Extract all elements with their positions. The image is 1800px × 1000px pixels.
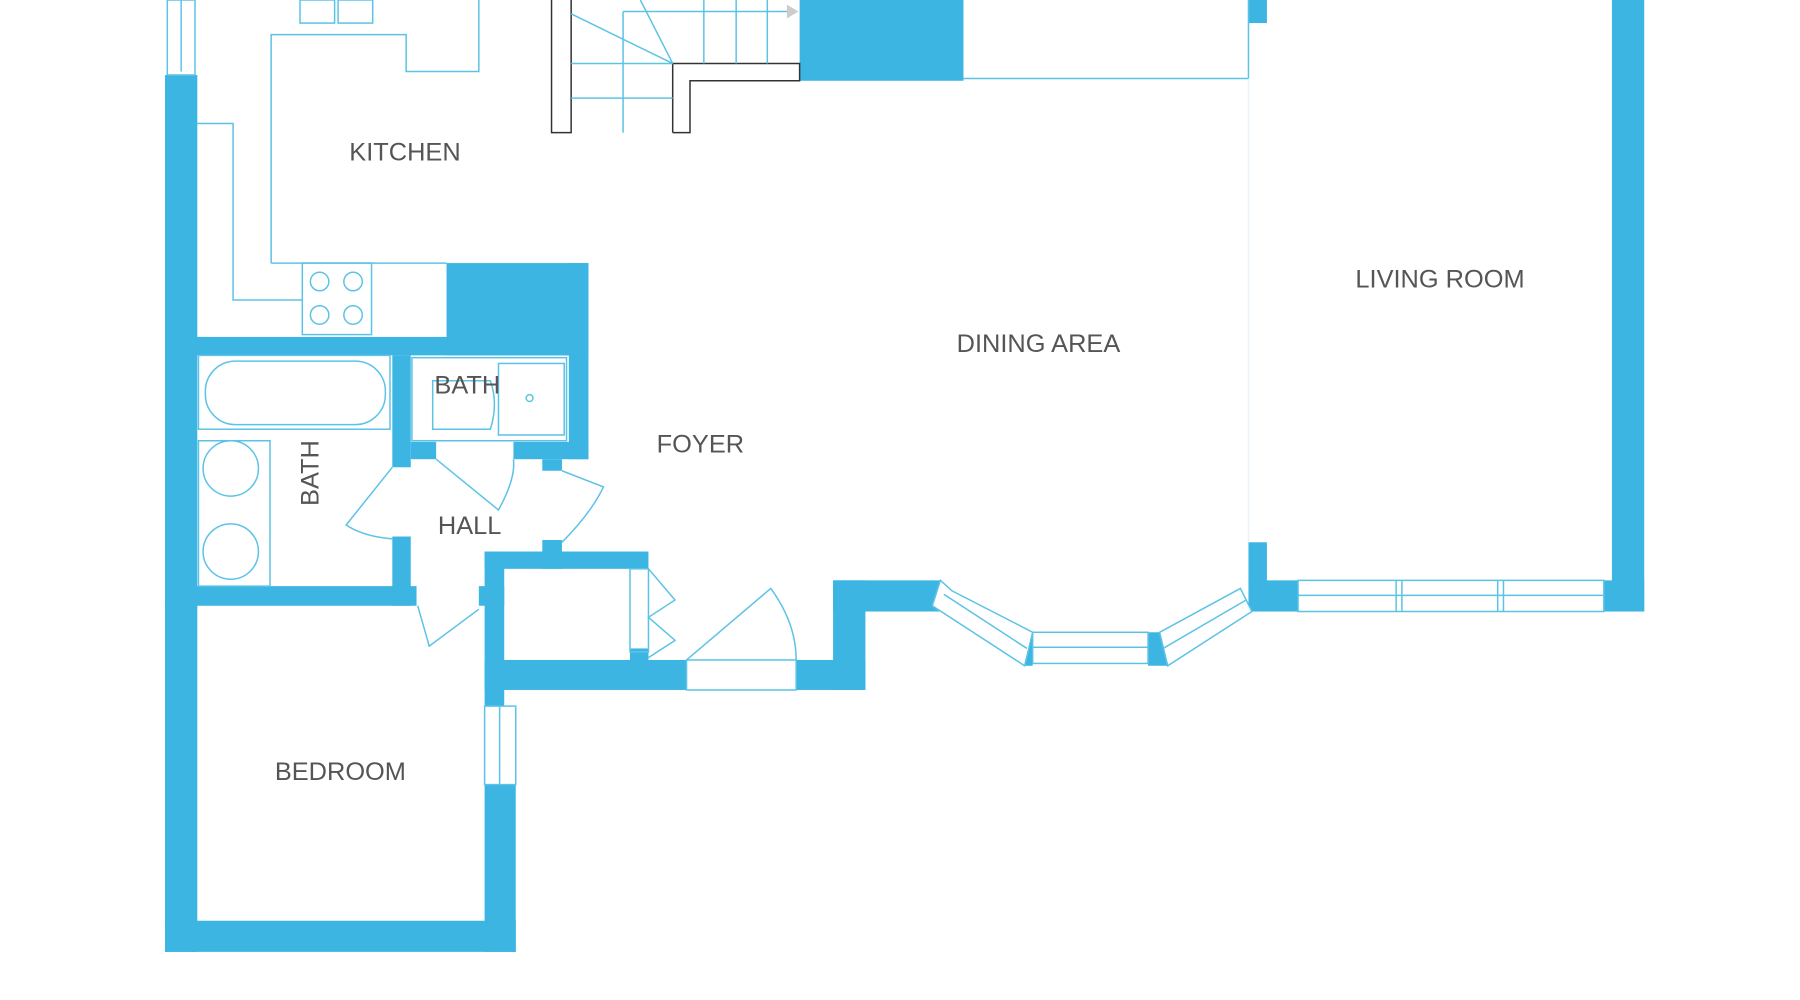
label-living-room: LIVING ROOM — [1355, 265, 1524, 293]
kitchen-counters — [197, 0, 480, 336]
label-bedroom: BEDROOM — [275, 758, 406, 786]
label-bath-main: BATH — [296, 440, 324, 506]
walls — [165, 0, 1645, 952]
label-bath-small: BATH — [434, 371, 500, 399]
label-dining-area: DINING AREA — [957, 330, 1121, 358]
bath-fixtures — [197, 354, 568, 587]
label-kitchen: KITCHEN — [349, 138, 460, 166]
stairs — [550, 0, 1250, 543]
label-foyer: FOYER — [657, 430, 744, 458]
label-hall: HALL — [438, 512, 501, 540]
windows — [166, 0, 1605, 786]
doors — [345, 458, 797, 661]
room-labels: KITCHEN DINING AREA LIVING ROOM BATH BAT… — [275, 138, 1525, 786]
